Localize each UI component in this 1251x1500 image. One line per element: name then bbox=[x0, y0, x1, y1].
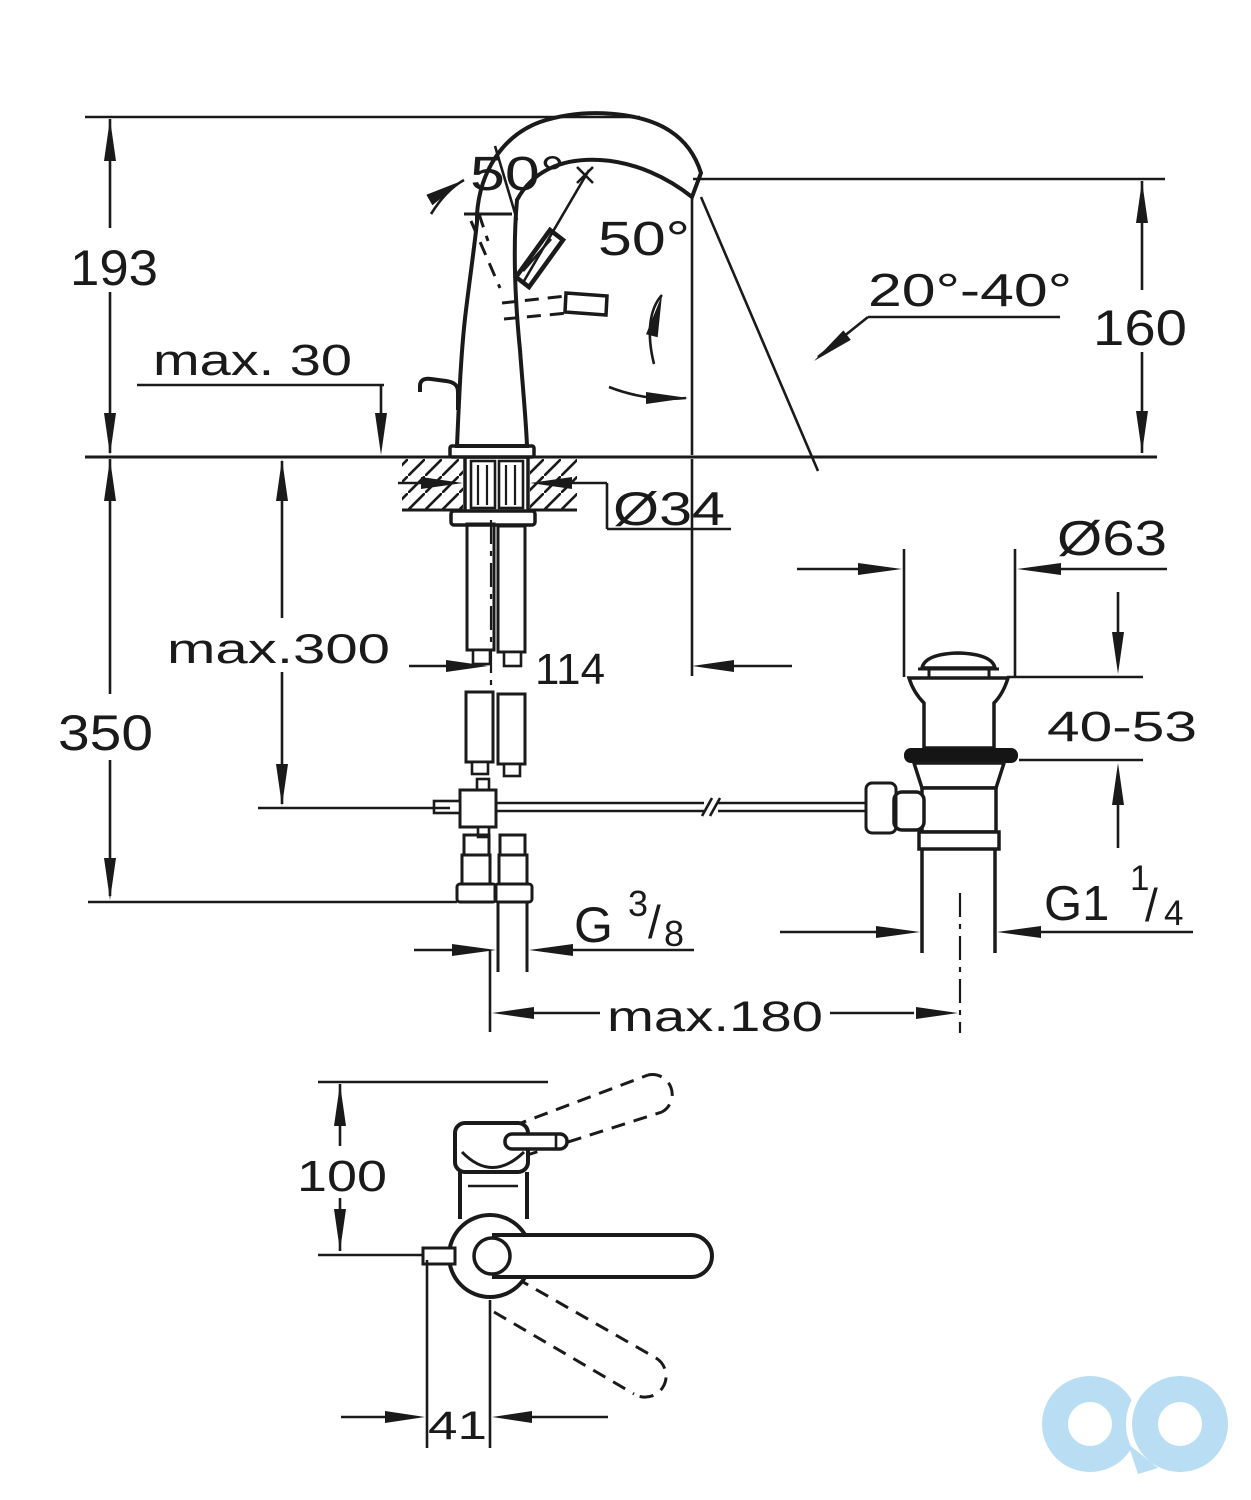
drain-lever-boss bbox=[892, 790, 926, 832]
dim-193-label: 193 bbox=[70, 240, 158, 296]
drain-cone bbox=[911, 761, 1007, 790]
logo-tail bbox=[1128, 1444, 1158, 1474]
spout-angle-label: 50° bbox=[470, 148, 565, 201]
handle-top-view bbox=[503, 1132, 569, 1151]
popup-drain-assembly bbox=[864, 549, 1018, 1033]
handle-angle-arc bbox=[648, 294, 663, 365]
dim-114-label: 114 bbox=[535, 645, 605, 694]
swivel-pivot-circle bbox=[472, 1236, 512, 1276]
hose-end-right bbox=[502, 762, 522, 778]
drain-flange-diameter-label: Ø63 bbox=[1057, 512, 1167, 566]
watermark-logo bbox=[1042, 1370, 1234, 1478]
drain-flange-extension-lines bbox=[902, 549, 1017, 677]
rod-tee-bottom bbox=[476, 825, 491, 839]
handle-angle-label: 50° bbox=[598, 213, 690, 266]
drain-tailpipe bbox=[920, 849, 997, 953]
hidden-cartridge-lines bbox=[469, 213, 502, 289]
supply-thread-slash: / bbox=[648, 896, 661, 948]
drain-coupling-nut bbox=[917, 830, 1001, 851]
supply-thread-denominator: 8 bbox=[664, 913, 684, 954]
rod-adjuster-knob bbox=[864, 781, 898, 835]
drain-body bbox=[920, 786, 998, 834]
hose-stub-right bbox=[502, 650, 523, 668]
shank-hose-right bbox=[497, 459, 525, 510]
handle-dashed-lower bbox=[493, 1276, 668, 1399]
fitting-base-right bbox=[493, 882, 534, 904]
waste-thread-slash: / bbox=[1145, 879, 1158, 931]
drain-gasket bbox=[904, 748, 1018, 763]
waste-thread-numerator: 1 bbox=[1130, 859, 1149, 898]
popup-button-dome bbox=[919, 651, 998, 670]
dim-100-label: 100 bbox=[297, 1152, 387, 1201]
handle-lever-horizontal-tip bbox=[563, 291, 609, 317]
dim-160-label: 160 bbox=[1093, 300, 1187, 356]
waste-thread-denominator: 4 bbox=[1164, 894, 1183, 933]
shank-hose-left bbox=[469, 459, 497, 510]
thread-labels: G 3 / 8 G1 1 / 4 bbox=[574, 859, 1183, 954]
dim-max30-leader bbox=[137, 383, 384, 416]
faucet-underdeck-assembly bbox=[432, 455, 866, 972]
popup-lifter-hook bbox=[418, 376, 460, 410]
rod-tee-top bbox=[475, 777, 491, 792]
swivel-left-nub bbox=[421, 1246, 457, 1266]
handle-swivel-view bbox=[318, 1073, 714, 1448]
drain-flange-trumpet bbox=[906, 676, 1011, 750]
dim-max30-label: max. 30 bbox=[153, 336, 352, 385]
spray-diagonal-line bbox=[699, 196, 820, 472]
shank-diameter-label: Ø34 bbox=[613, 482, 725, 535]
logo-right-ring bbox=[1132, 1376, 1228, 1472]
inlet-pipe-g38 bbox=[496, 902, 529, 972]
waste-thread-prefix: G1 bbox=[1044, 877, 1109, 931]
dimension-lines bbox=[85, 115, 1193, 1032]
body-column-walls bbox=[458, 1172, 529, 1219]
shank-thread-lines bbox=[476, 465, 517, 505]
hose-stub-left bbox=[471, 648, 492, 666]
dim-max180-label: max.180 bbox=[607, 993, 823, 1041]
body-inner-curve bbox=[460, 1150, 526, 1169]
rod-tee-block bbox=[458, 788, 498, 829]
dim-41-label: 41 bbox=[428, 1404, 487, 1448]
handle-lever-horizontal-dashed bbox=[501, 294, 569, 321]
logo-left-ring bbox=[1042, 1376, 1138, 1472]
dim-o34-lines bbox=[398, 481, 731, 531]
dim-350-label: 350 bbox=[58, 705, 153, 761]
dimension-labels: 193 max. 30 50° 50° 20°-40° 160 Ø34 max.… bbox=[58, 148, 1197, 1448]
clamp-range-references bbox=[1007, 675, 1143, 762]
spray-angle-label: 20°-40° bbox=[868, 264, 1072, 316]
hose-end-left bbox=[470, 760, 490, 776]
supply-thread-numerator: 3 bbox=[628, 883, 648, 924]
clamp-range-label: 40-53 bbox=[1047, 703, 1197, 751]
supply-thread-prefix: G bbox=[574, 897, 613, 953]
rod-break-symbol bbox=[700, 797, 722, 817]
handle-horizontal-solid bbox=[492, 1233, 714, 1279]
spout-angle-leader bbox=[493, 145, 519, 221]
popup-rod bbox=[496, 801, 866, 813]
handle-angle-leader bbox=[522, 169, 591, 282]
dim-max300-label: max.300 bbox=[167, 625, 390, 672]
dim-41-extension-lines bbox=[425, 1260, 492, 1448]
